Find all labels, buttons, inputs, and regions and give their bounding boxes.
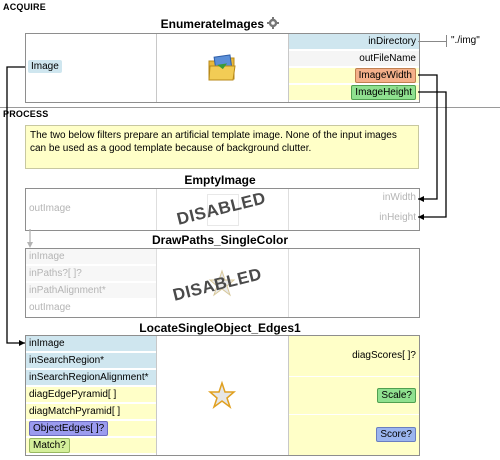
right-column (288, 249, 419, 317)
left-column: Image (26, 34, 157, 102)
port-image[interactable]: Image (26, 59, 156, 75)
directory-link-line (418, 41, 446, 42)
port-image-width-label: ImageWidth (354, 68, 416, 83)
filter-title-locate[interactable]: LocateSingleObject_Edges1 (139, 321, 301, 335)
directory-value: "./img" (451, 35, 480, 46)
port-scale-label: Scale? (377, 388, 416, 403)
left-column: outImage (26, 189, 157, 230)
port-in-search-region-alignment[interactable]: inSearchRegionAlignment* (26, 370, 156, 386)
port-in-height[interactable]: inHeight (289, 210, 419, 226)
filter-title-text: EnumerateImages (160, 17, 265, 31)
filter-icon-disabled (207, 194, 239, 226)
section-label-process: PROCESS (3, 109, 49, 119)
filter-icon-folder (207, 53, 237, 83)
port-score-label: Score? (376, 427, 416, 442)
section-label-acquire: ACQUIRE (3, 2, 46, 12)
filter-enumerate-images[interactable]: Image inDirectory outFileName ImageWidth… (25, 33, 420, 103)
port-image-label: Image (28, 60, 62, 73)
filter-empty-image[interactable]: outImage inWidth inHeight DISABLED (25, 188, 420, 231)
connection-image-height (418, 91, 447, 218)
left-column: inImage inPaths?[ ]? inPathAlignment* ou… (26, 249, 157, 317)
port-in-directory[interactable]: inDirectory (289, 34, 419, 50)
port-diag-scores[interactable]: diagScores[ ]? (352, 350, 416, 361)
right-column: inDirectory outFileName ImageWidth Image… (288, 34, 419, 102)
right-column: inWidth inHeight (288, 189, 419, 230)
directory-value-field[interactable]: "./img" (446, 35, 500, 47)
connection-image-width (418, 74, 438, 200)
row-divider (289, 414, 419, 415)
port-out-image-disabled[interactable]: outImage (26, 300, 156, 316)
filter-icon-star (207, 380, 237, 410)
left-column: inImage inSearchRegion* inSearchRegionAl… (26, 336, 157, 455)
port-in-width[interactable]: inWidth (289, 190, 419, 206)
port-image-height-label: ImageHeight (351, 85, 416, 100)
filter-title-empty-image[interactable]: EmptyImage (184, 173, 256, 187)
filter-locate-single-object[interactable]: inImage inSearchRegion* inSearchRegionAl… (25, 335, 420, 456)
port-diag-match-pyramid[interactable]: diagMatchPyramid[ ] (26, 404, 156, 420)
section-divider (0, 107, 500, 108)
gear-icon[interactable] (267, 17, 280, 29)
port-in-paths-disabled[interactable]: inPaths?[ ]? (26, 266, 156, 282)
right-column: diagScores[ ]? Scale? Score? (288, 336, 419, 455)
port-scale[interactable]: Scale? (289, 388, 419, 404)
port-diag-edge-pyramid[interactable]: diagEdgePyramid[ ] (26, 387, 156, 403)
filter-icon-star-faded (207, 268, 237, 298)
filter-title-enumerate-images[interactable]: EnumerateImages (150, 17, 290, 31)
port-in-image[interactable]: inImage (26, 336, 156, 352)
port-score[interactable]: Score? (289, 427, 419, 443)
port-out-image-disabled[interactable]: outImage (26, 201, 156, 217)
port-in-image-disabled[interactable]: inImage (26, 249, 156, 265)
port-match-label: Match? (29, 438, 70, 453)
filter-title-draw-paths[interactable]: DrawPaths_SingleColor (151, 233, 289, 247)
port-in-search-region[interactable]: inSearchRegion* (26, 353, 156, 369)
port-image-height[interactable]: ImageHeight (289, 85, 419, 101)
port-out-file-name[interactable]: outFileName (289, 51, 419, 67)
filter-draw-paths[interactable]: inImage inPaths?[ ]? inPathAlignment* ou… (25, 248, 420, 318)
comment-note[interactable]: The two below filters prepare an artific… (25, 125, 419, 169)
port-image-width[interactable]: ImageWidth (289, 68, 419, 84)
port-object-edges[interactable]: ObjectEdges[ ]? (26, 421, 156, 437)
row-divider (289, 376, 419, 377)
port-match[interactable]: Match? (26, 438, 156, 454)
port-object-edges-label: ObjectEdges[ ]? (29, 421, 109, 436)
port-in-path-alignment-disabled[interactable]: inPathAlignment* (26, 283, 156, 299)
